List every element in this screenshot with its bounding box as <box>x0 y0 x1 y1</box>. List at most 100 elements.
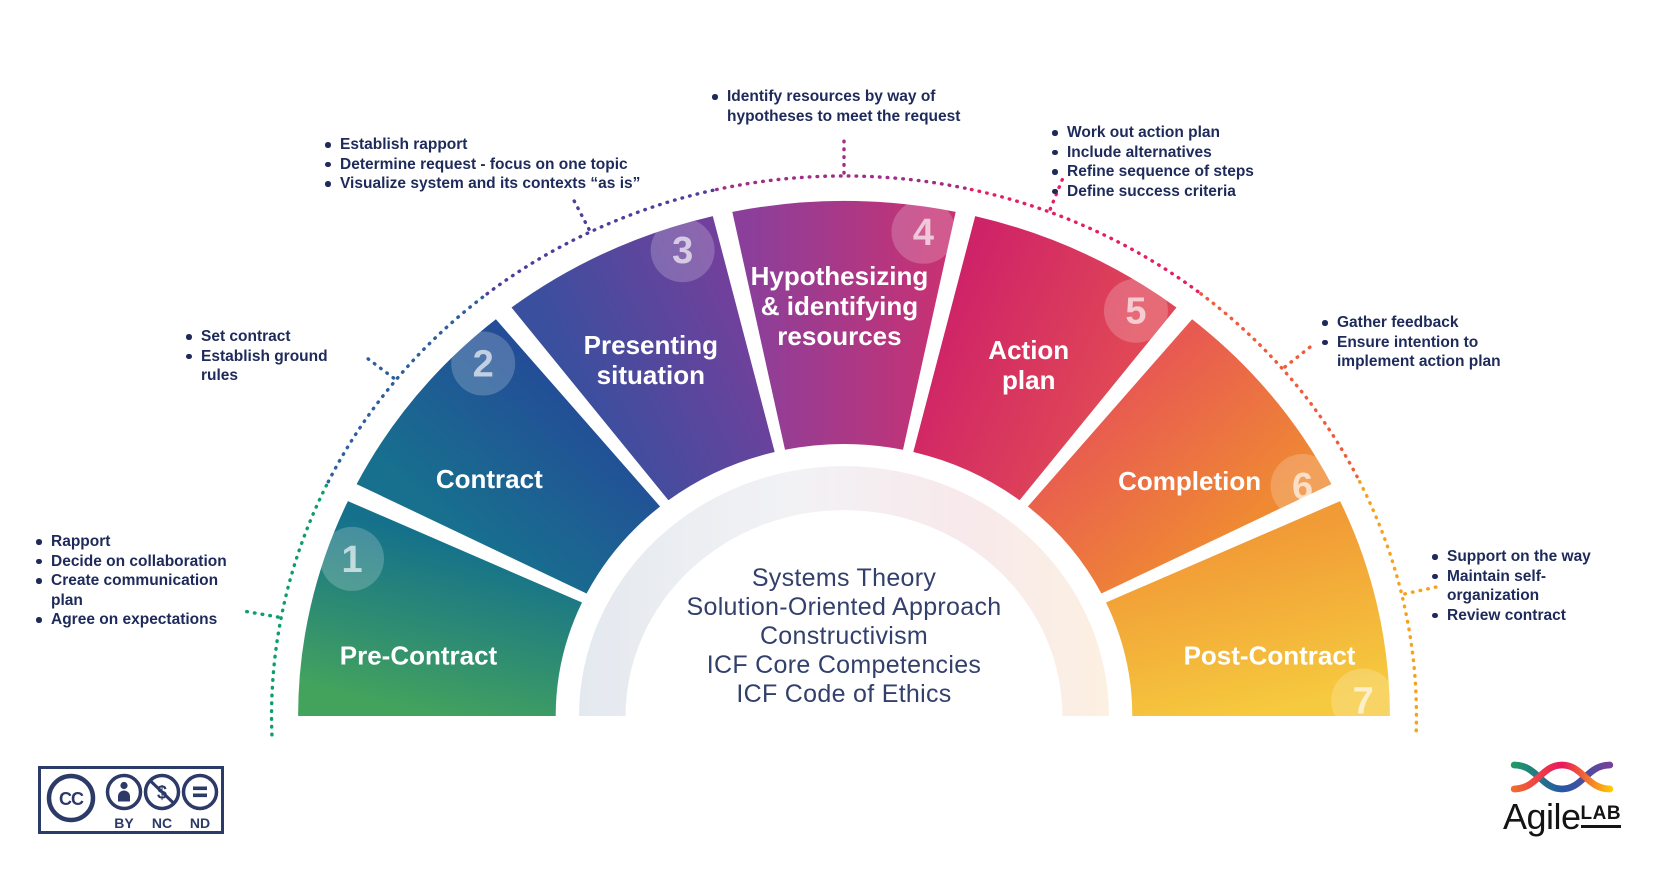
bullet-text: Work out action plan <box>1067 124 1220 141</box>
bullet-text: Define success criteria <box>1067 182 1236 200</box>
segment-number-disc-7 <box>1331 668 1390 716</box>
agilelab-logo: AgileLAB <box>1462 758 1662 838</box>
segment-label-7: Post-Contract <box>1184 640 1356 670</box>
bullet-dot-icon <box>1322 313 1337 333</box>
bullet-dot-icon <box>1432 606 1447 626</box>
segment-number-disc-2 <box>451 331 516 396</box>
bullet-text: Refine sequence of steps <box>1067 163 1254 180</box>
bullet-item: Establish ground rules <box>186 347 342 386</box>
center-text-line: Constructivism <box>759 622 929 650</box>
center-text-line: ICF Code of Ethics <box>736 680 952 708</box>
bullet-item: Create communication plan <box>36 571 253 610</box>
bullet-dot-icon <box>36 532 51 552</box>
cc-nc-dollar-icon: $ <box>143 773 181 811</box>
bullet-item: Determine request - focus on one topic <box>325 155 671 175</box>
bullet-dot-icon <box>325 135 340 155</box>
segment-number-disc-3 <box>650 218 715 283</box>
segment-arc-7 <box>1358 480 1419 737</box>
bullet-text: Establish ground rules <box>201 347 328 385</box>
segment-leader-3 <box>570 196 591 231</box>
segment-leader-2 <box>362 354 396 380</box>
bullet-text: Create communication plan <box>51 572 219 609</box>
bullet-text: Set contract <box>201 328 291 345</box>
bullet-dot-icon <box>1432 567 1447 606</box>
bullet-item: Work out action plan <box>1052 123 1282 143</box>
bullet-dot-icon <box>186 327 201 347</box>
bullet-text: Ensure intention to implement action pla… <box>1337 333 1501 371</box>
bullet-item: Ensure intention to implement action pla… <box>1322 333 1522 372</box>
bullet-item: Support on the way <box>1432 547 1612 567</box>
segment-wedge-4 <box>732 201 956 450</box>
cc-nd-label: ND <box>190 815 210 831</box>
segment-wedge-1 <box>298 501 582 716</box>
segment-label-2: Contract <box>436 464 543 494</box>
inner-ring <box>579 466 1109 716</box>
bullet-text: Decide on collaboration <box>51 552 227 570</box>
center-text-line: Solution-Oriented Approach <box>686 593 1002 621</box>
bullet-dot-icon <box>325 155 340 175</box>
cc-nd-equals-icon <box>181 773 219 811</box>
cc-badge-border <box>38 766 224 834</box>
bullet-dot-icon <box>36 552 51 572</box>
svg-text:CC: CC <box>59 789 84 809</box>
bullet-item: Identify resources by way of hypotheses … <box>712 87 992 126</box>
bullet-text: Determine request - focus on one topic <box>340 155 628 173</box>
segment-leader-6 <box>1283 342 1316 369</box>
segment-leader-1 <box>239 608 280 619</box>
segment-wedge-3 <box>511 216 775 501</box>
segment-number-6: 6 <box>1292 466 1313 508</box>
bullet-dot-icon <box>325 174 340 194</box>
bullet-text: Identify resources by way of hypotheses … <box>727 88 961 125</box>
bullet-dot-icon <box>1052 123 1067 143</box>
bullet-item: Review contract <box>1432 606 1612 626</box>
bullet-dot-icon <box>1322 333 1337 372</box>
bullet-item: Include alternatives <box>1052 143 1282 163</box>
bullet-item: Refine sequence of steps <box>1052 162 1282 182</box>
segment-arc-6 <box>1199 292 1362 484</box>
segment-wedge-7 <box>1106 501 1390 716</box>
bullet-dot-icon <box>186 347 201 386</box>
segment-wedge-5 <box>913 216 1177 501</box>
logo-lab-text: LAB <box>1580 803 1622 828</box>
bullet-dot-icon <box>1052 182 1067 202</box>
bullet-dot-icon <box>36 610 51 630</box>
segment-number-4: 4 <box>913 212 934 254</box>
cc-by-label: BY <box>114 815 134 831</box>
bullet-dot-icon <box>1432 547 1447 567</box>
segment-wedge-6 <box>1027 319 1332 594</box>
segment-number-5: 5 <box>1125 291 1146 333</box>
segment-number-disc-5 <box>1103 278 1168 343</box>
cc-nc-label: NC <box>152 815 172 831</box>
segment-number-disc-4 <box>891 201 956 264</box>
bullet-text: Establish rapport <box>340 136 468 153</box>
bullet-dot-icon <box>1052 162 1067 182</box>
bullet-dot-icon <box>712 87 727 126</box>
segment-number-disc-1 <box>320 526 385 591</box>
bullet-item: Visualize system and its contexts “as is… <box>325 174 671 194</box>
cc-icon: CC <box>46 773 96 823</box>
bullet-text: Maintain self-organization <box>1447 567 1547 605</box>
segment-arc-5 <box>969 187 1203 296</box>
bullet-item: Maintain self-organization <box>1432 567 1612 606</box>
center-text-line: ICF Core Competencies <box>706 651 982 679</box>
bullet-item: Gather feedback <box>1322 313 1522 333</box>
segment-label-1: Pre-Contract <box>340 640 498 670</box>
segment-number-1: 1 <box>341 539 362 581</box>
bullet-text: Include alternatives <box>1067 143 1212 161</box>
cc-by-person-icon <box>105 773 143 811</box>
bullet-item: Decide on collaboration <box>36 552 253 572</box>
bullet-text: Gather feedback <box>1337 314 1459 331</box>
bullet-item: Agree on expectations <box>36 610 253 630</box>
segment-number-3: 3 <box>672 230 693 272</box>
segment-arc-3 <box>485 187 719 296</box>
segment-wedge-2 <box>356 319 661 594</box>
bullet-item: Rapport <box>36 532 253 552</box>
bullet-dot-icon <box>36 571 51 610</box>
